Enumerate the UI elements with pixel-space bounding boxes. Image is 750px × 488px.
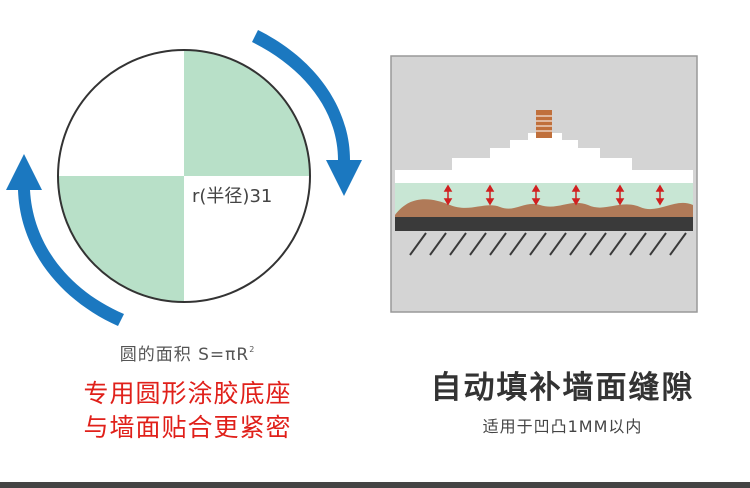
rotation-arrowhead-left-icon [6, 154, 42, 190]
right-caption-title: 自动填补墙面缝隙 [430, 370, 695, 406]
uneven-wall-surface [395, 199, 693, 217]
fill-gap-arrows-icon [443, 184, 665, 206]
area-formula-text: 圆的面积 S=πR [119, 345, 250, 365]
circle-outline [57, 49, 311, 303]
wall-gap-diagram [390, 55, 698, 313]
circle-quadrant-bottom-left [58, 176, 184, 302]
rotation-arrow-left-icon [18, 190, 124, 326]
ground-hatching [409, 232, 687, 256]
circle-quadrant-top-right [184, 50, 310, 176]
rotation-arrow-right-icon [252, 30, 350, 160]
area-formula-exponent: 2 [249, 345, 256, 354]
brick-stack-icon [536, 110, 552, 138]
mounting-block [395, 133, 693, 183]
circle-area-diagram: r(半径)31 [6, 30, 362, 326]
wall-base [395, 217, 693, 231]
radius-label: r(半径)31 [192, 186, 272, 207]
left-caption-line-2: 与墙面贴合更紧密 [83, 413, 292, 442]
area-formula: 圆的面积 S=πR2 [0, 340, 375, 366]
right-caption-subtitle: 适用于凹凸1MM以内 [482, 417, 643, 436]
left-caption-line-1: 专用圆形涂胶底座 [83, 379, 292, 408]
rotation-arrowhead-right-icon [326, 160, 362, 196]
bottom-divider [0, 482, 750, 488]
